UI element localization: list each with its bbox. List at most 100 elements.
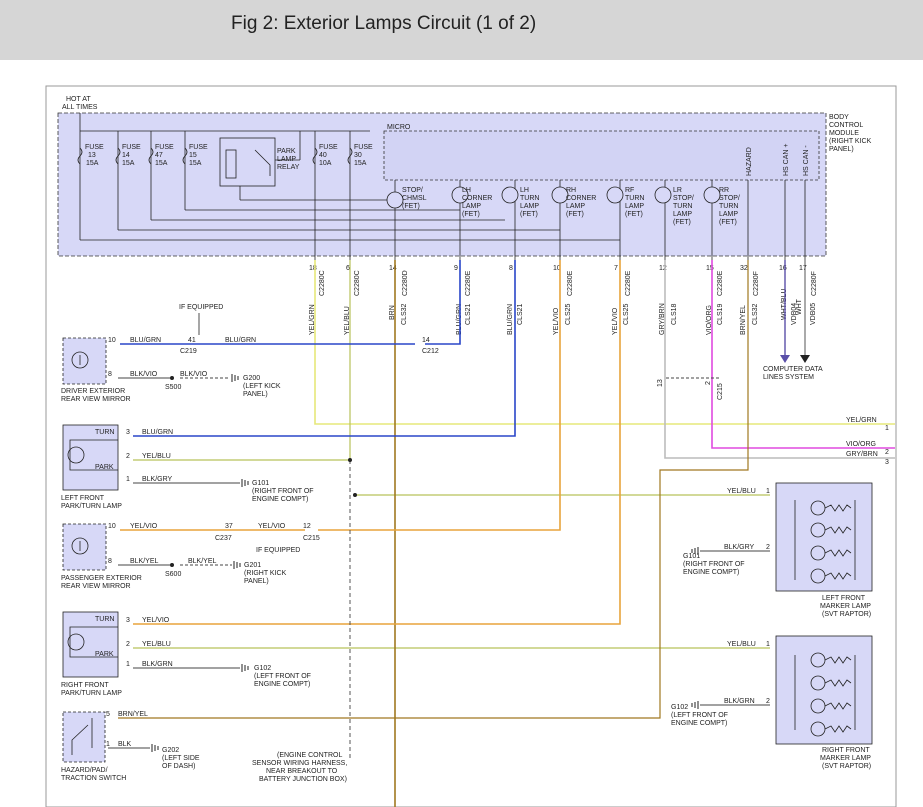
svg-text:LH: LH	[520, 187, 529, 194]
svg-text:32: 32	[740, 265, 748, 272]
g101b-label-2: (RIGHT FRONT OF	[683, 561, 745, 568]
svg-text:7: 7	[614, 265, 618, 272]
wire-yel-blu	[133, 260, 770, 649]
driver-mirror-label-1: DRIVER EXTERIOR	[61, 388, 125, 395]
pin37-label: 37	[225, 523, 233, 530]
svg-text:TURN: TURN	[673, 203, 692, 210]
g200-label-3: PANEL)	[243, 391, 268, 398]
hs-label-1: HAZARD/PAD/	[61, 767, 108, 774]
svg-text:CONTROL: CONTROL	[829, 122, 863, 129]
g202-label-1: G202	[162, 747, 179, 754]
rf-pin3: 3	[126, 617, 130, 624]
ground-symbols	[151, 374, 699, 752]
svg-text:C2280D: C2280D	[402, 270, 409, 296]
c219-label: C219	[180, 348, 197, 355]
svg-text:C2280F: C2280F	[811, 271, 818, 296]
c215-label: C215	[303, 535, 320, 542]
lf-pin3: 3	[126, 429, 130, 436]
wire-color-labels: YEL/GRN YEL/BLU BRN BLU/GRN BLU/GRN YEL/…	[309, 289, 803, 336]
ecm-note-1: (ENGINE CONTROL	[277, 752, 342, 759]
pm-blk-yel-label-1: BLK/YEL	[130, 558, 159, 565]
svg-text:LAMP: LAMP	[520, 203, 539, 210]
svg-text:(FET): (FET)	[462, 211, 480, 218]
svg-text:RR: RR	[719, 187, 729, 194]
svg-text:15A: 15A	[86, 160, 99, 167]
g101-label-1: G101	[252, 480, 269, 487]
pm-pin10: 10	[108, 523, 116, 530]
lfm-pin1: 1	[766, 488, 770, 495]
svg-text:LH: LH	[462, 187, 471, 194]
c215-top-label: C215	[717, 383, 724, 400]
svg-text:YEL/GRN: YEL/GRN	[309, 304, 316, 335]
blk-vio-label-2: BLK/VIO	[180, 371, 208, 378]
lfm-pin2: 2	[766, 544, 770, 551]
svg-text:BLU/GRN: BLU/GRN	[507, 304, 514, 335]
driver-mirror	[62, 337, 107, 385]
lf-turn-label: TURN	[95, 429, 114, 436]
svg-text:TURN: TURN	[625, 195, 644, 202]
svg-text:(FET): (FET)	[402, 203, 420, 210]
svg-text:CLS25: CLS25	[565, 303, 572, 325]
fet-symbols	[386, 186, 721, 209]
pin12-c215-label: 12	[303, 523, 311, 530]
circuit-id-labels: CLS32 CLS21 CLS21 CLS25 CLS25 CLS18 CLS1…	[401, 303, 817, 325]
svg-text:8: 8	[509, 265, 513, 272]
svg-text:VDB05: VDB05	[810, 303, 817, 325]
svg-text:BRN: BRN	[389, 305, 396, 320]
hs-pin1: 1	[106, 741, 110, 748]
svg-text:STOP/: STOP/	[402, 187, 423, 194]
wire-yel-vio	[120, 260, 621, 625]
lfm-label-3: (SVT RAPTOR)	[822, 611, 871, 618]
hazard-label: HAZARD	[746, 147, 753, 176]
rf-park-label: PARK	[95, 651, 114, 658]
ecm-note-2: SENSOR WIRING HARNESS,	[252, 760, 347, 767]
svg-text:30: 30	[354, 152, 362, 159]
module-connector-labels: C2280C C2280C C2280D C2280E C2280E C2280…	[319, 270, 818, 296]
right-num-3: 3	[885, 459, 889, 466]
rfm-pin1: 1	[766, 641, 770, 648]
diagram-frame	[45, 85, 897, 807]
driver-blu-grn-label-1: BLU/GRN	[130, 337, 161, 344]
right-gry-brn-label: GRY/BRN	[846, 451, 878, 458]
hot-label-2: ALL TIMES	[62, 104, 98, 111]
rf-pin1: 1	[126, 661, 130, 668]
if-equipped-label-2: IF EQUIPPED	[256, 547, 300, 554]
ecm-note-3: NEAR BREAKOUT TO	[266, 768, 338, 775]
svg-text:16: 16	[779, 265, 787, 272]
pm-pin8: 8	[108, 558, 112, 565]
g102b-label-2: (LEFT FRONT OF	[671, 712, 728, 719]
svg-text:VIO/ORG: VIO/ORG	[706, 305, 713, 335]
svg-text:RH: RH	[566, 187, 576, 194]
svg-text:CLS19: CLS19	[717, 303, 724, 325]
svg-text:FUSE: FUSE	[85, 144, 104, 151]
g102-label-3: ENGINE COMPT)	[254, 681, 310, 688]
lf-lamp-label-1: LEFT FRONT	[61, 495, 105, 502]
g202-label-2: (LEFT SIDE	[162, 755, 200, 762]
driver-mirror-pin8: 8	[108, 371, 112, 378]
arrow-hs-can	[780, 355, 790, 363]
svg-text:40: 40	[319, 152, 327, 159]
svg-text:LAMP: LAMP	[277, 156, 296, 163]
svg-text:17: 17	[799, 265, 807, 272]
hs-pin5: 5	[106, 711, 110, 718]
svg-text:LR: LR	[673, 187, 682, 194]
svg-text:(FET): (FET)	[520, 211, 538, 218]
pm-blk-yel-label-2: BLK/YEL	[188, 558, 217, 565]
driver-mirror-label-2: REAR VIEW MIRROR	[61, 396, 131, 403]
svg-text:FUSE: FUSE	[319, 144, 338, 151]
g101-label-3: ENGINE COMPT)	[252, 496, 308, 503]
svg-text:15A: 15A	[155, 160, 168, 167]
passenger-mirror	[62, 523, 107, 571]
rfm-pin2: 2	[766, 698, 770, 705]
rf-blk-grn-label: BLK/GRN	[142, 661, 173, 668]
lf-yel-blu-label: YEL/BLU	[142, 453, 171, 460]
pm-yel-vio-label-2: YEL/VIO	[258, 523, 286, 530]
wire-vio-org	[711, 260, 895, 449]
svg-text:C2280C: C2280C	[319, 270, 326, 296]
g200-label-1: G200	[243, 375, 260, 382]
pm-yel-vio-label-1: YEL/VIO	[130, 523, 158, 530]
svg-text:CLS18: CLS18	[671, 303, 678, 325]
right-vio-org-label: VIO/ORG	[846, 441, 876, 448]
